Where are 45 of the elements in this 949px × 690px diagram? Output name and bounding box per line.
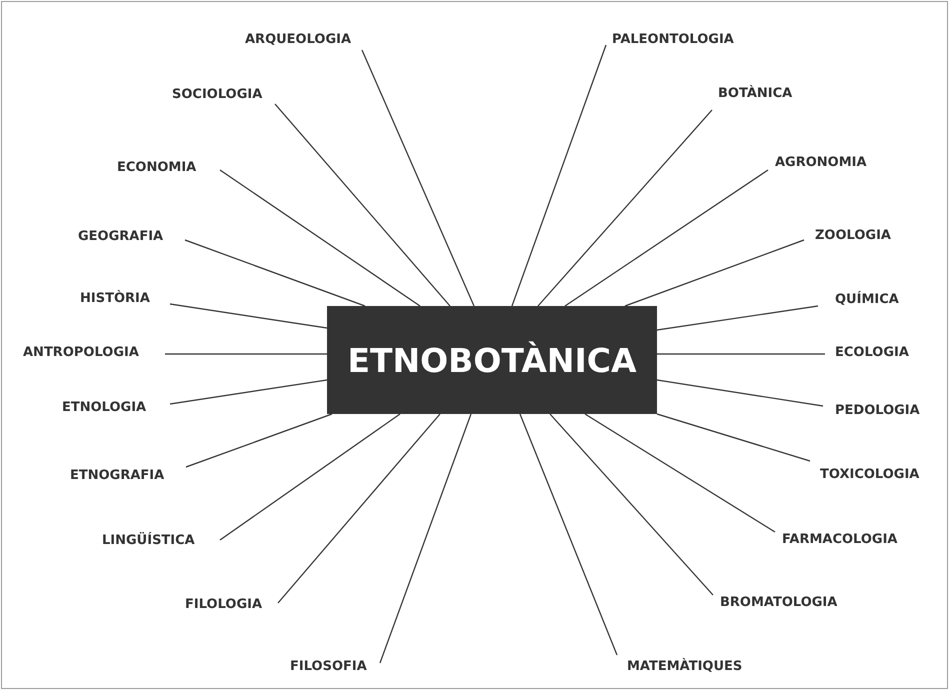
connector-line [170,379,328,405]
connector-line [170,303,328,329]
connector-line [657,353,825,355]
connector-line [278,414,440,604]
discipline-label: GEOGRAFIA [78,229,164,245]
connector-line [519,414,618,656]
discipline-label: BOTÀNICA [718,86,792,102]
discipline-label: AGRONOMIA [775,155,867,171]
discipline-label: TOXICOLOGIA [820,467,920,483]
connector-line [584,414,776,532]
connector-line [186,413,332,468]
connector-line [379,414,472,664]
central-box: ETNOBOTÀNICA [327,306,657,414]
connector-line [624,239,804,307]
connector-line [274,104,450,306]
discipline-label: LINGÜÍSTICA [102,533,195,549]
connector-line [184,239,366,307]
discipline-label: ZOOLOGIA [815,228,891,244]
discipline-label: FILOLOGIA [185,597,262,613]
discipline-label: ETNOLOGIA [62,400,146,416]
connector-line [538,110,712,306]
connector-line [511,44,607,306]
discipline-label: ARQUEOLOGIA [245,32,352,48]
connector-line [165,353,327,355]
connector-line [564,170,768,306]
connector-line [656,379,824,407]
connector-line [656,413,810,462]
discipline-label: BROMATOLOGIA [720,595,838,611]
discipline-label: SOCIOLOGIA [172,87,262,103]
connector-line [550,414,714,596]
connector-line [220,414,400,540]
discipline-label: QUÍMICA [835,292,899,308]
discipline-label: ANTROPOLOGIA [23,345,139,361]
discipline-label: FARMACOLOGIA [782,532,898,548]
discipline-label: FILOSOFIA [290,659,367,675]
connector-line [656,305,818,331]
connector-line [220,170,420,306]
discipline-label: ECOLOGIA [835,345,909,361]
discipline-label: ECONOMIA [117,160,196,176]
connector-line [361,50,475,306]
discipline-label: PALEONTOLOGIA [612,32,734,48]
discipline-label: MATEMÀTIQUES [627,659,742,675]
discipline-label: HISTÒRIA [80,291,150,307]
discipline-label: PEDOLOGIA [835,403,920,419]
discipline-label: ETNOGRAFIA [70,468,164,484]
